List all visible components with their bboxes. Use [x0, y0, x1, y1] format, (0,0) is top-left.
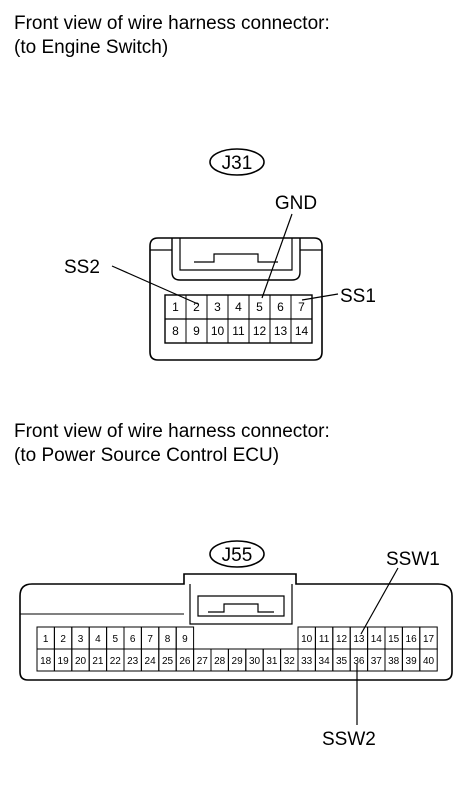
- pin-number: 31: [266, 656, 278, 667]
- caption-line: Front view of wire harness connector:: [14, 421, 330, 442]
- pin-number: 26: [179, 656, 191, 667]
- pin-number: 5: [256, 300, 263, 314]
- pin-number: 37: [371, 656, 383, 667]
- pin-number: 32: [284, 656, 296, 667]
- pin-number: 33: [301, 656, 313, 667]
- caption-power-source-ecu: Front view of wire harness connector: (t…: [14, 420, 330, 468]
- pin-number: 8: [172, 324, 179, 338]
- callout-ss1: SS1: [340, 286, 376, 307]
- pin-cell: [419, 648, 438, 672]
- connector-housing: [149, 237, 323, 361]
- pin-number: 6: [130, 634, 136, 645]
- pin-number: 34: [319, 656, 331, 667]
- pin-number: 9: [182, 634, 188, 645]
- pin-number: 3: [214, 300, 221, 314]
- pin-number: 16: [406, 634, 418, 645]
- pin-number: 7: [298, 300, 305, 314]
- pin-number: 14: [371, 634, 383, 645]
- callout-gnd: GND: [275, 193, 317, 214]
- pin-number: 30: [249, 656, 261, 667]
- pin-number: 19: [58, 656, 70, 667]
- pin-number: 11: [232, 324, 245, 338]
- connector-latch: [189, 584, 293, 625]
- pin-number: 1: [43, 634, 49, 645]
- pin-number: 8: [165, 634, 171, 645]
- pin-number: 12: [253, 324, 267, 338]
- pin-number: 35: [336, 656, 348, 667]
- pin-number: 38: [388, 656, 400, 667]
- pin-number: 2: [60, 634, 66, 645]
- pin-number: 3: [78, 634, 84, 645]
- pin-number: 15: [388, 634, 400, 645]
- pin-number: 10: [301, 634, 313, 645]
- connector-lock-tab: [208, 603, 274, 613]
- caption-line: (to Power Source Control ECU): [14, 445, 280, 466]
- pin-number: 25: [162, 656, 174, 667]
- pin-number: 24: [145, 656, 157, 667]
- callout-ss2: SS2: [64, 257, 100, 278]
- caption-engine-switch: Front view of wire harness connector: (t…: [14, 12, 330, 60]
- pin-number: 5: [113, 634, 119, 645]
- callout-ss2-leader: [111, 265, 199, 305]
- pin-number: 36: [353, 656, 365, 667]
- pin-number: 10: [211, 324, 225, 338]
- connector-latch-inner: [197, 595, 285, 617]
- callout-ssw1-leader: [360, 567, 399, 635]
- pin-number: 9: [193, 324, 200, 338]
- pin-number: 20: [75, 656, 87, 667]
- caption-line: (to Engine Switch): [14, 37, 169, 58]
- pin-number: 28: [214, 656, 226, 667]
- callout-gnd-leader: [261, 213, 293, 299]
- connector-id-label: J31: [222, 153, 253, 174]
- callout-ssw2: SSW2: [322, 729, 376, 750]
- pin-number: 4: [235, 300, 242, 314]
- pin-number: 11: [319, 634, 330, 645]
- pin-number: 1: [172, 300, 179, 314]
- pin-number: 18: [40, 656, 52, 667]
- connector-id-label: J55: [222, 545, 253, 566]
- caption-line: Front view of wire harness connector:: [14, 13, 330, 34]
- connector-housing: [19, 573, 453, 681]
- pin-number: 13: [274, 324, 288, 338]
- pin-number: 27: [197, 656, 209, 667]
- connector-id-badge: [209, 540, 265, 568]
- callout-ssw1: SSW1: [386, 549, 440, 570]
- pin-number: 39: [406, 656, 418, 667]
- connector-lock-tab: [194, 253, 278, 263]
- pin-number: 40: [423, 656, 435, 667]
- pin-number: 7: [147, 634, 153, 645]
- pin-number: 14: [295, 324, 309, 338]
- pin-cell: [290, 318, 313, 344]
- pin-number: 17: [423, 634, 435, 645]
- connector-latch-inner: [179, 238, 293, 271]
- connector-latch: [171, 238, 301, 281]
- pin-number: 22: [110, 656, 122, 667]
- pin-number: 13: [353, 634, 365, 645]
- pin-number: 23: [127, 656, 139, 667]
- pin-number: 29: [232, 656, 244, 667]
- connector-id-badge: [209, 148, 265, 176]
- pin-number: 4: [95, 634, 101, 645]
- callout-ss1-leader: [301, 293, 339, 301]
- pin-number: 21: [92, 656, 104, 667]
- pin-number: 2: [193, 300, 200, 314]
- pin-number: 6: [277, 300, 284, 314]
- pin-number: 12: [336, 634, 348, 645]
